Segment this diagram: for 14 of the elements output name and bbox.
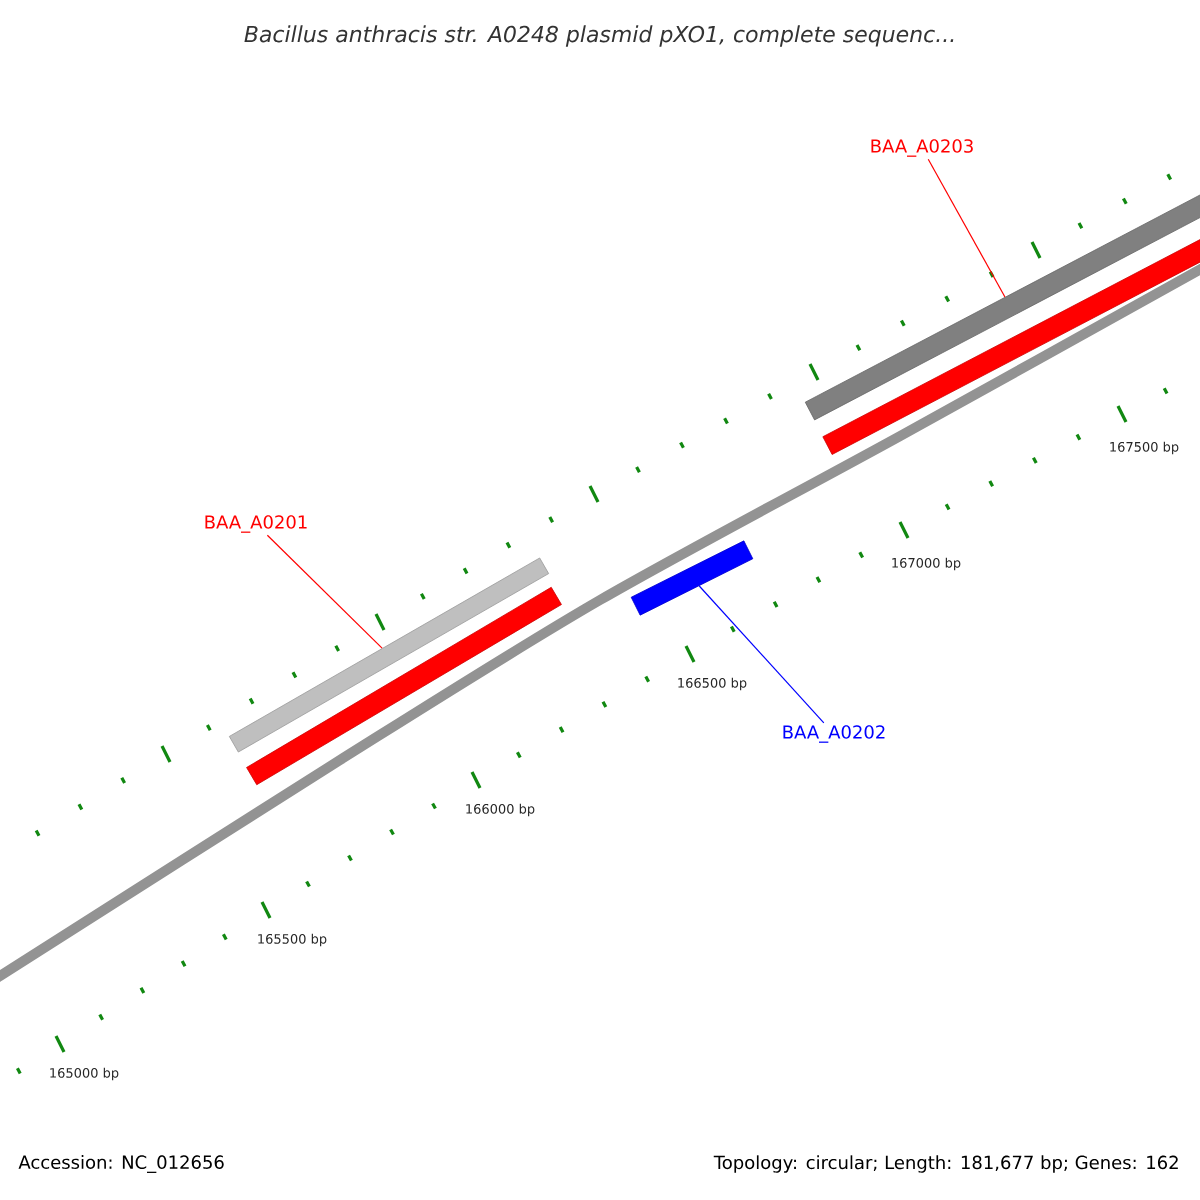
leader-line [266, 534, 383, 649]
footer-text: Accession: NC_012656 [18, 1155, 224, 1173]
gene-bar [228, 557, 550, 753]
gene-bar [822, 237, 1200, 455]
gene-label: BAA_A0202 [783, 725, 885, 743]
leader-line [927, 158, 1006, 298]
gene-label: BAA_A0201 [205, 515, 307, 533]
gene-bar [804, 191, 1200, 421]
gene-bar [246, 586, 562, 786]
leader-line [698, 585, 825, 724]
gene-label: BAA_A0203 [871, 139, 973, 157]
footer-text: Topology: circular; Length: 181,677 bp; Genes: 162 [713, 1155, 1178, 1173]
title: Bacillus anthracis str. A0248 plasmid pXO1, complete sequenc... [244, 25, 954, 47]
gene-bar [630, 540, 754, 616]
